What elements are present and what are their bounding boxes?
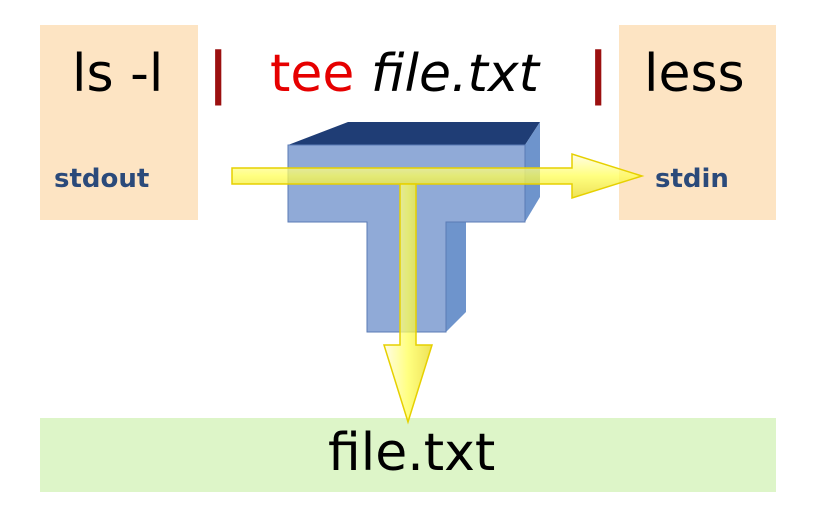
file-output-box	[40, 418, 776, 492]
tee-argument: file.txt	[370, 44, 540, 104]
tee-top-face	[288, 122, 540, 145]
less-command: less	[644, 44, 745, 104]
vertical-arrow-icon	[382, 183, 434, 425]
tee-stem-side-face	[446, 222, 466, 332]
output-file-name: file.txt	[328, 423, 496, 483]
ls-process-box	[40, 25, 198, 220]
ls-command: ls -l	[72, 44, 164, 104]
tee-keyword: tee	[270, 44, 355, 104]
less-process-box	[619, 25, 776, 220]
stdin-label: stdin	[655, 164, 729, 194]
pipe-symbol-right: |	[588, 41, 609, 106]
horizontal-arrow-icon	[231, 152, 645, 200]
tee-command: tee file.txt	[270, 48, 539, 100]
stdout-label: stdout	[54, 164, 150, 194]
pipe-symbol-left: |	[208, 41, 229, 106]
